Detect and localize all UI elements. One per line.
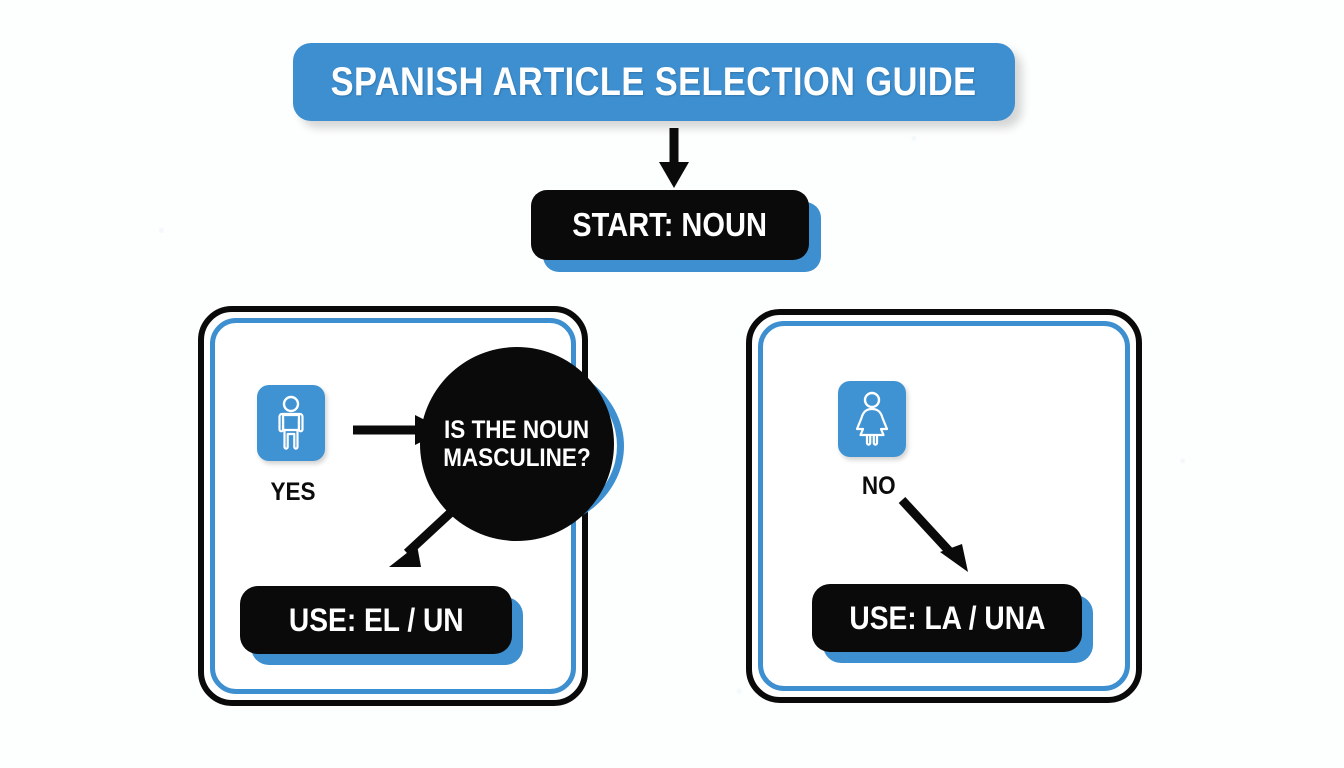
- female-figure-glyph: [855, 391, 889, 446]
- diagram-title-banner: SPANISH ARTICLE SELECTION GUIDE: [293, 43, 1015, 121]
- page-title: SPANISH ARTICLE SELECTION GUIDE: [331, 59, 977, 104]
- result-node-masculine: USE: EL / UN: [240, 586, 523, 665]
- male-figure-glyph: [278, 395, 304, 450]
- female-figure-icon: [838, 381, 906, 457]
- start-node-face: START: NOUN: [531, 190, 809, 260]
- arrow-title-to-start: [659, 128, 689, 188]
- decision-label-line1: IS THE NOUN: [444, 416, 590, 444]
- decision-label-line2: MASCULINE?: [443, 444, 591, 472]
- branch-label-no: NO: [861, 472, 896, 500]
- male-figure-icon: [257, 385, 325, 461]
- result-label-feminine: USE: LA / UNA: [848, 599, 1046, 636]
- branch-label-yes: YES: [270, 478, 316, 506]
- result-node-feminine-face: USE: LA / UNA: [812, 584, 1082, 652]
- arrow-decision-to-result-el: [389, 499, 465, 567]
- result-label-masculine: USE: EL / UN: [288, 601, 464, 638]
- arrow-no-to-result-la: [898, 496, 968, 572]
- start-node-label: START: NOUN: [572, 206, 768, 243]
- start-node: START: NOUN: [531, 190, 821, 272]
- result-node-masculine-face: USE: EL / UN: [240, 586, 512, 654]
- decision-node: IS THE NOUN MASCULINE?: [420, 347, 614, 541]
- result-node-feminine: USE: LA / UNA: [812, 584, 1093, 663]
